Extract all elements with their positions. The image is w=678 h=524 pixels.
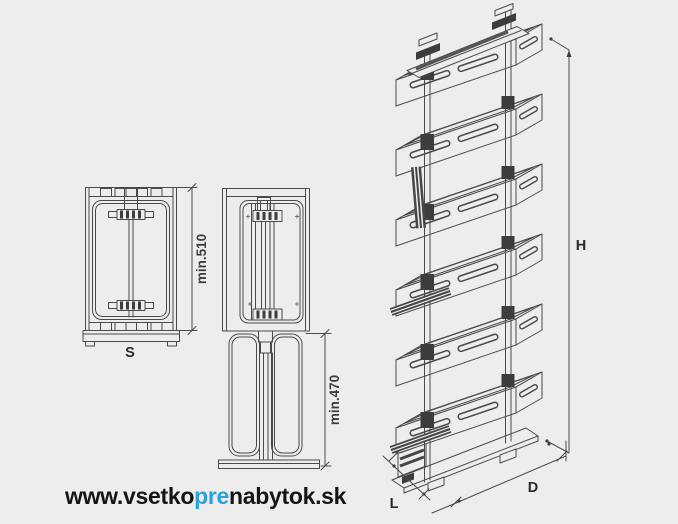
watermark-highlight: pre (194, 483, 229, 509)
baskets (396, 24, 542, 454)
front-view-drawing (82, 187, 180, 347)
side-view-drawing (218, 188, 320, 469)
front-height-dimension: min.510 (176, 183, 209, 335)
length-dimension: L (382, 450, 431, 512)
vertical-rails (424, 9, 512, 483)
mounting-arms (389, 166, 452, 454)
watermark-suffix: nabytok.sk (229, 483, 347, 509)
lower-height-dimension-label: min.470 (327, 375, 342, 425)
depth-dimension: D (431, 440, 568, 514)
length-dimension-label: L (390, 496, 399, 512)
height-dimension: H (545, 37, 586, 454)
top-rail (406, 3, 530, 78)
website-watermark: www.vsetkoprenabytok.sk (65, 483, 346, 510)
watermark-prefix: www.vsetko (65, 483, 195, 509)
front-height-dimension-label: min.510 (194, 234, 209, 284)
height-dimension-label: H (576, 238, 586, 254)
width-dimension-label: S (125, 345, 135, 361)
depth-dimension-label: D (528, 480, 538, 496)
lower-height-dimension: min.470 (305, 329, 342, 471)
isometric-view-drawing (389, 3, 542, 494)
